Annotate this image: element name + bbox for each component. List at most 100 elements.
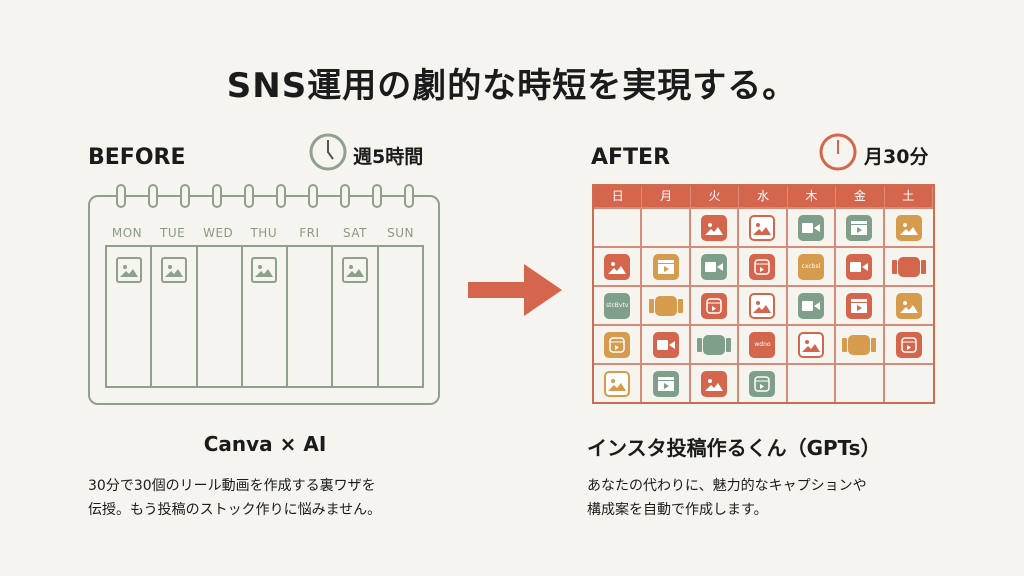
day-cell: wdno: [739, 324, 788, 363]
binder-ring: [276, 184, 286, 208]
day-cell: [690, 363, 740, 402]
after-desc-line: 構成案を自動で作成します。: [587, 502, 768, 518]
weekday-header: 月: [642, 186, 691, 207]
after-desc-line: あなたの代わりに、魅力的なキャプションや: [587, 478, 867, 494]
weekday-header: 水: [739, 186, 788, 207]
day-cell: [787, 207, 837, 246]
image-icon: [251, 257, 278, 283]
day-cell: [739, 246, 788, 285]
binder-ring: [212, 184, 222, 208]
binder-ring: [404, 184, 414, 208]
icon-text: stcBvtv: [606, 302, 629, 309]
before-calendar: [88, 195, 440, 405]
clapper-icon: [846, 214, 873, 241]
day-cell: [739, 207, 788, 246]
reel-icon: [749, 370, 776, 397]
day-column: [107, 247, 153, 386]
day-column: [288, 247, 334, 386]
day-cell: [836, 207, 885, 246]
carousel-icon: [891, 256, 926, 277]
text-icon: wdno: [749, 331, 776, 358]
day-cell: [884, 324, 933, 363]
icon-text: cxcbsl: [801, 263, 821, 270]
day-cell: [594, 246, 643, 285]
reel-icon: [749, 253, 776, 280]
day-cell: [884, 207, 933, 246]
before-time: 週5時間: [353, 146, 424, 168]
weekday-header: 金: [836, 186, 885, 207]
clapper-icon: [652, 253, 679, 280]
reel-icon: [604, 331, 631, 358]
carousel-icon: [648, 295, 683, 316]
image-icon: [895, 292, 922, 319]
weekday-header: 日: [594, 186, 643, 207]
day-cell: [690, 324, 740, 363]
day-column: [379, 247, 422, 386]
day-column: [198, 247, 243, 386]
day-column: [333, 247, 379, 386]
day-cell: [594, 324, 643, 363]
binder-ring: [308, 184, 318, 208]
before-label: BEFORE: [88, 145, 186, 170]
arrow-right-icon: [468, 264, 562, 316]
day-cell: stcBvtv: [594, 285, 643, 324]
binder-ring: [244, 184, 254, 208]
image-icon: [701, 370, 728, 397]
day-column: [243, 247, 289, 386]
day-cell: [642, 324, 691, 363]
binder-ring: [340, 184, 350, 208]
day-cell: [739, 363, 788, 402]
after-time: 月30分: [864, 146, 929, 168]
day-cell: [690, 246, 740, 285]
day-label: TUE: [159, 226, 186, 240]
binder-ring: [148, 184, 158, 208]
before-desc-line: 30分で30個のリール動画を作成する裏ワザを: [88, 478, 376, 494]
text-icon: stcBvtv: [604, 292, 631, 319]
day-cell: [836, 324, 885, 363]
reel-icon: [701, 292, 728, 319]
day-cell: [884, 246, 933, 285]
image-icon: [342, 257, 369, 283]
day-cell: [739, 285, 788, 324]
day-cell: [642, 207, 691, 246]
photo-icon: [749, 292, 776, 319]
day-cell: [884, 285, 933, 324]
after-subtitle: インスタ投稿作るくん（GPTs）: [587, 436, 881, 460]
day-column: [152, 247, 198, 386]
icon-text: wdno: [754, 341, 771, 348]
day-label: WED: [203, 226, 234, 240]
after-label: AFTER: [591, 145, 671, 170]
page-title: SNS運用の劇的な時短を実現する。: [226, 66, 798, 106]
day-cell: [642, 363, 691, 402]
day-cell: [836, 285, 885, 324]
reel-icon: [895, 331, 922, 358]
video-icon: [846, 253, 873, 280]
day-cell: [836, 246, 885, 285]
binder-ring: [180, 184, 190, 208]
text-icon: cxcbsl: [797, 253, 824, 280]
binder-ring: [116, 184, 126, 208]
day-cell: [787, 363, 837, 402]
photo-icon: [749, 214, 776, 241]
day-cell: cxcbsl: [787, 246, 837, 285]
day-label: SUN: [387, 226, 415, 240]
clapper-icon: [846, 292, 873, 319]
clock-icon: [309, 133, 347, 171]
day-cell: [836, 363, 885, 402]
photo-icon: [604, 370, 631, 397]
image-icon: [895, 214, 922, 241]
carousel-icon: [842, 334, 877, 355]
day-label: MON: [111, 226, 143, 240]
carousel-icon: [697, 334, 732, 355]
video-icon: [797, 292, 824, 319]
day-cell: [884, 363, 933, 402]
video-icon: [797, 214, 824, 241]
day-cell: [642, 285, 691, 324]
weekday-header: 木: [787, 186, 837, 207]
day-cell: [594, 207, 643, 246]
day-cell: [787, 324, 837, 363]
day-label: SAT: [343, 226, 367, 240]
binder-ring: [372, 184, 382, 208]
image-icon: [160, 257, 187, 283]
